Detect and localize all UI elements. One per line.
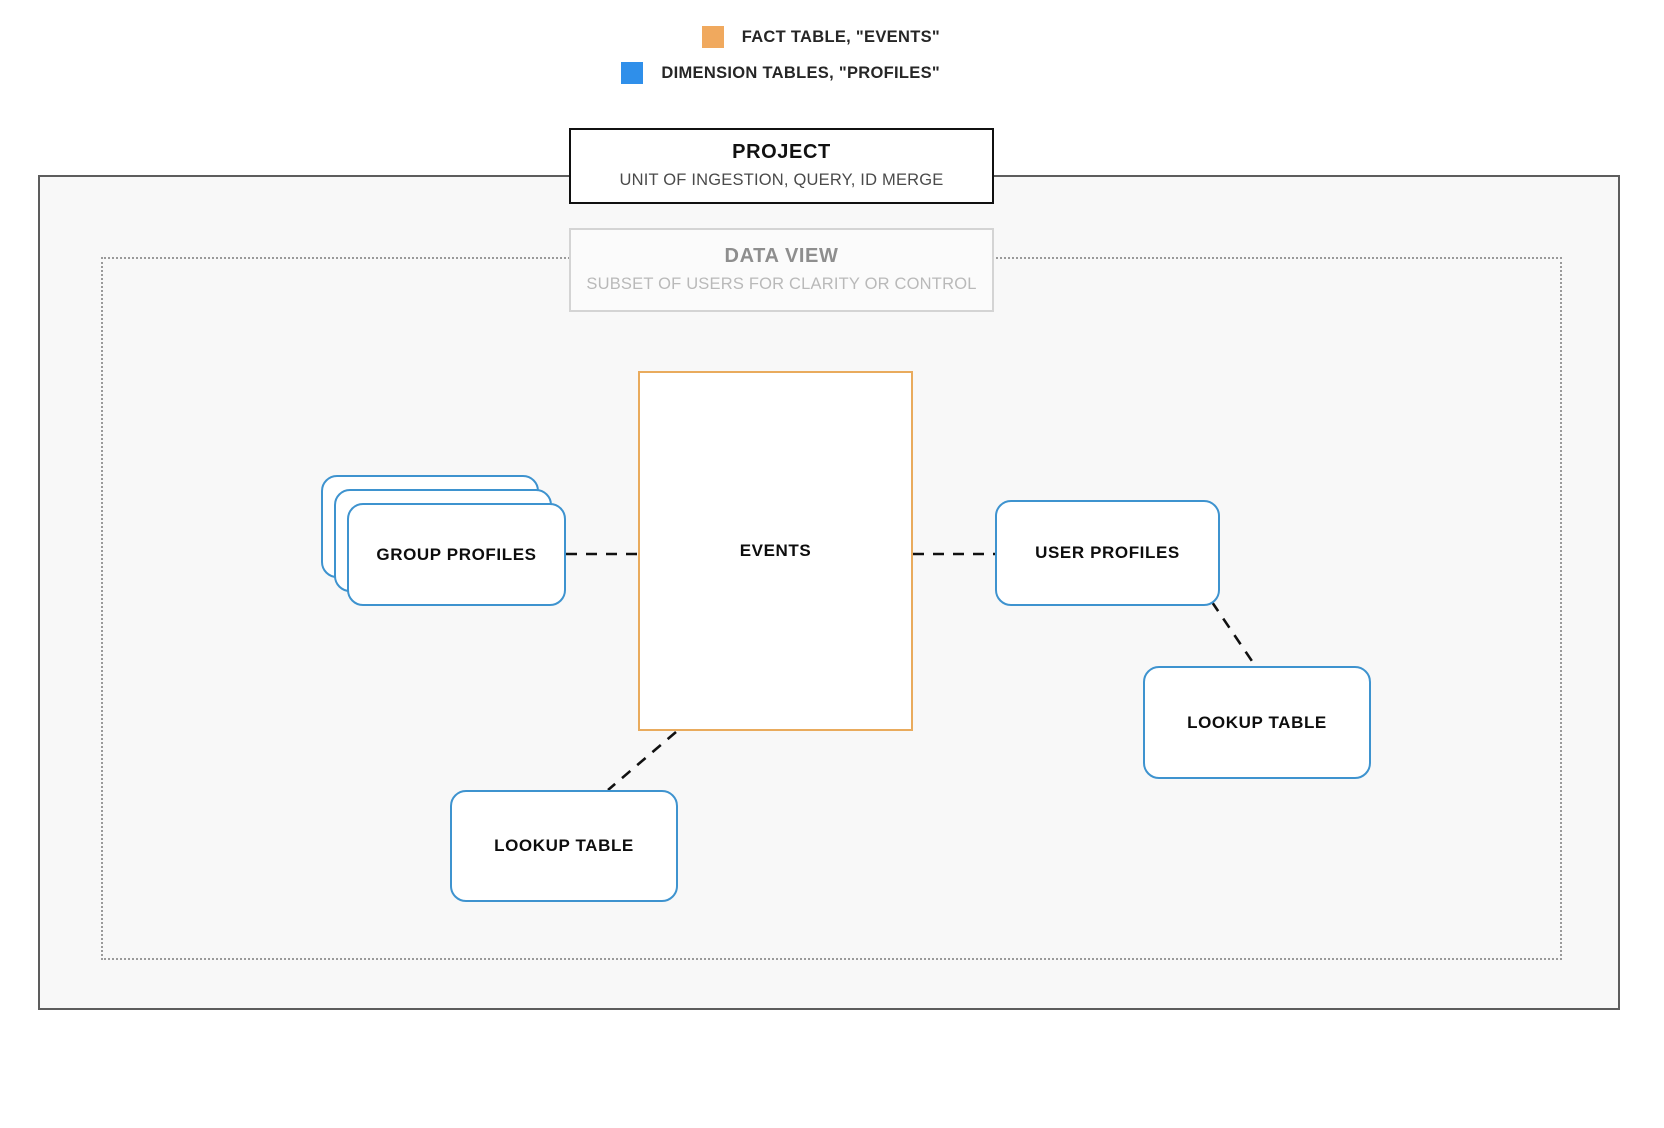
data-view-header-box: DATA VIEW SUBSET OF USERS FOR CLARITY OR… [569,228,994,312]
group-profiles-label: GROUP PROFILES [376,544,537,564]
lookup-table-right-label: LOOKUP TABLE [1187,712,1327,732]
events-fact-table[interactable]: EVENTS [638,371,913,731]
legend-item-dimension-tables: DIMENSION TABLES, "PROFILES" [621,62,940,84]
events-label: EVENTS [739,541,812,560]
user-profiles-label: USER PROFILES [1035,543,1180,562]
fact-table-swatch-icon [701,26,724,48]
data-view-title: DATA VIEW [724,244,839,267]
data-view-subtitle: SUBSET OF USERS FOR CLARITY OR CONTROL [586,274,977,293]
lookup-table-right-card[interactable]: LOOKUP TABLE [1143,666,1371,779]
legend-item-fact-table: FACT TABLE, "EVENTS" [701,26,940,48]
user-profiles-card[interactable]: USER PROFILES [995,500,1220,606]
project-header-box: PROJECT UNIT OF INGESTION, QUERY, ID MER… [569,128,994,204]
lookup-table-left-card[interactable]: LOOKUP TABLE [450,790,678,902]
lookup-table-left-label: LOOKUP TABLE [494,836,634,855]
legend: FACT TABLE, "EVENTS" DIMENSION TABLES, "… [0,26,940,84]
group-profiles-card[interactable]: GROUP PROFILES [347,503,566,606]
legend-item-label: DIMENSION TABLES, "PROFILES" [661,63,940,82]
dimension-table-swatch-icon [621,62,644,84]
project-title: PROJECT [732,140,831,163]
legend-item-label: FACT TABLE, "EVENTS" [741,27,940,46]
project-subtitle: UNIT OF INGESTION, QUERY, ID MERGE [619,170,944,189]
